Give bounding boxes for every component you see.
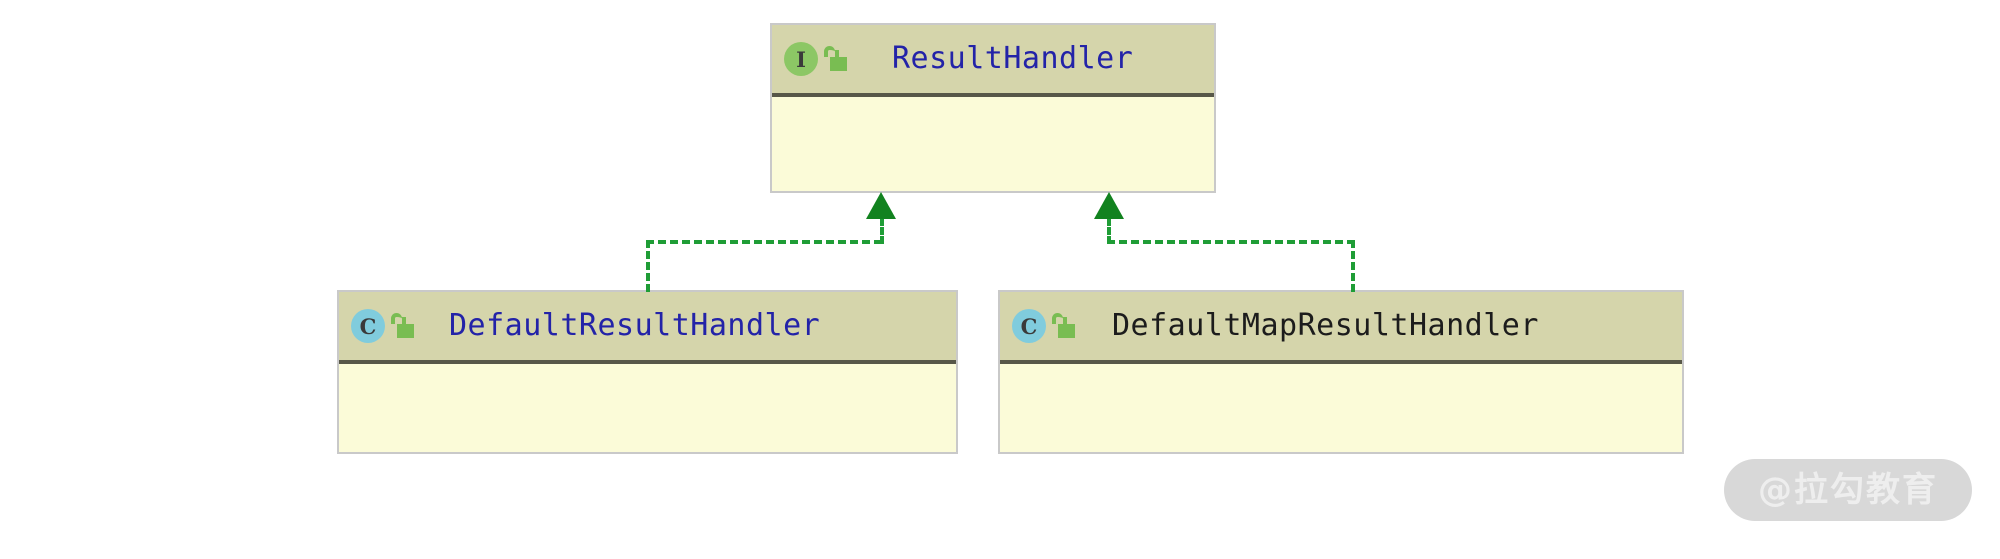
edge-segment-vertical [880, 218, 884, 244]
edge-segment-horizontal [646, 240, 882, 244]
unlocked-padlock-icon [822, 44, 848, 74]
uml-class-node-result-handler[interactable]: I ResultHandler [770, 23, 1216, 193]
uml-class-name-default-map-result-handler: DefaultMapResultHandler [1112, 308, 1539, 343]
watermark-text: @拉勾教育 [1758, 470, 1938, 510]
realization-arrowhead-icon [1094, 192, 1124, 219]
class-badge-icon: C [351, 309, 385, 343]
uml-class-node-default-map-result-handler[interactable]: C DefaultMapResultHandler [998, 290, 1684, 454]
uml-class-header-default-map-result-handler: C DefaultMapResultHandler [1000, 292, 1682, 364]
realization-arrowhead-icon [866, 192, 896, 219]
uml-class-header-default-result-handler: C DefaultResultHandler [339, 292, 956, 364]
uml-class-header-result-handler: I ResultHandler [772, 25, 1214, 97]
uml-class-node-default-result-handler[interactable]: C DefaultResultHandler [337, 290, 958, 454]
edge-segment-vertical [646, 240, 650, 292]
uml-class-name-default-result-handler: DefaultResultHandler [449, 308, 821, 343]
uml-class-members-result-handler [772, 97, 1214, 191]
uml-class-members-default-map-result-handler [1000, 364, 1682, 452]
interface-badge-icon: I [784, 42, 818, 76]
unlocked-padlock-icon [1050, 311, 1076, 341]
edge-segment-horizontal [1107, 240, 1355, 244]
uml-class-name-result-handler: ResultHandler [892, 41, 1134, 76]
watermark-badge: @拉勾教育 [1724, 459, 1972, 521]
edge-segment-vertical [1351, 240, 1355, 292]
edge-segment-vertical [1107, 218, 1111, 244]
uml-class-members-default-result-handler [339, 364, 956, 452]
class-badge-icon: C [1012, 309, 1046, 343]
unlocked-padlock-icon [389, 311, 415, 341]
